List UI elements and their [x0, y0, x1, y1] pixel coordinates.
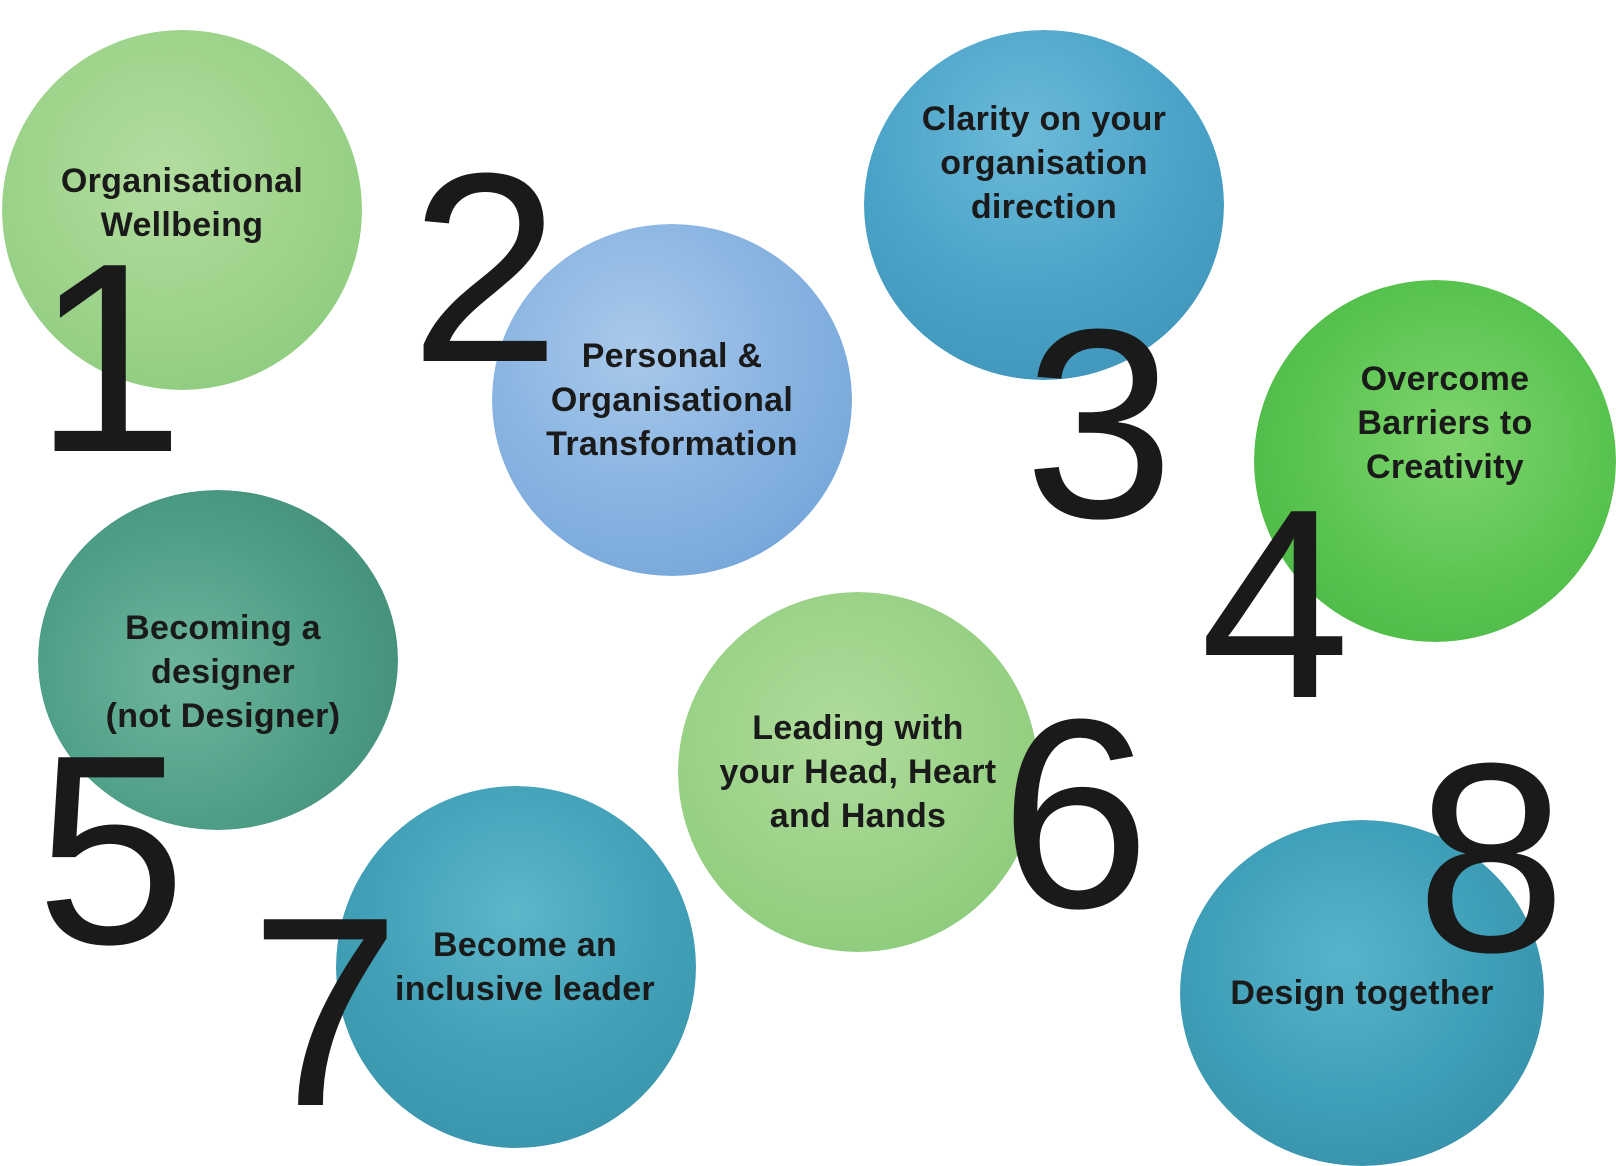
circle-label: Become an inclusive leader [395, 926, 655, 1008]
watercolor-fill [492, 224, 852, 576]
circle-inclusive-leader: Become an inclusive leader [336, 786, 696, 1148]
watercolor-fill [38, 490, 398, 830]
watercolor-fill [2, 30, 362, 390]
circle-label: Becoming a designer (not Designer) [105, 609, 341, 735]
circle-personal-organisational-transformation: Personal & Organisational Transformation [492, 224, 852, 576]
step-number: 8 [1416, 708, 1567, 1009]
circle-leading-head-heart-hands: Leading with your Head, Heart and Hands [678, 592, 1038, 952]
circle-becoming-designer: Becoming a designer (not Designer) [38, 490, 398, 830]
watercolor-fill [1254, 280, 1616, 642]
step-number: 5 [36, 700, 187, 1001]
circle-organisational-wellbeing: Organisational Wellbeing [2, 30, 362, 390]
circle-label: Leading with your Head, Heart and Hands [719, 709, 997, 835]
circle-label: Organisational Wellbeing [60, 162, 304, 244]
step-number: 6 [1000, 664, 1151, 965]
watercolor-fill [864, 30, 1224, 380]
circle-label: Design together [1230, 974, 1494, 1012]
step-number: 4 [1200, 454, 1351, 755]
watercolor-fill [336, 786, 696, 1148]
step-number: 3 [1024, 274, 1175, 575]
step-number: 7 [250, 862, 401, 1163]
circle-overcome-barriers: Overcome Barriers to Creativity [1254, 280, 1616, 642]
watercolor-fill [1180, 820, 1544, 1166]
circle-clarity-direction: Clarity on your organisation direction [864, 30, 1224, 380]
step-number: 1 [34, 208, 185, 509]
circle-label: Overcome Barriers to Creativity [1357, 360, 1533, 486]
circle-design-together: Design together [1180, 820, 1544, 1166]
watercolor-fill [678, 592, 1038, 952]
circle-label: Personal & Organisational Transformation [546, 337, 798, 463]
circle-label: Clarity on your organisation direction [921, 100, 1167, 226]
step-number: 2 [410, 118, 561, 419]
